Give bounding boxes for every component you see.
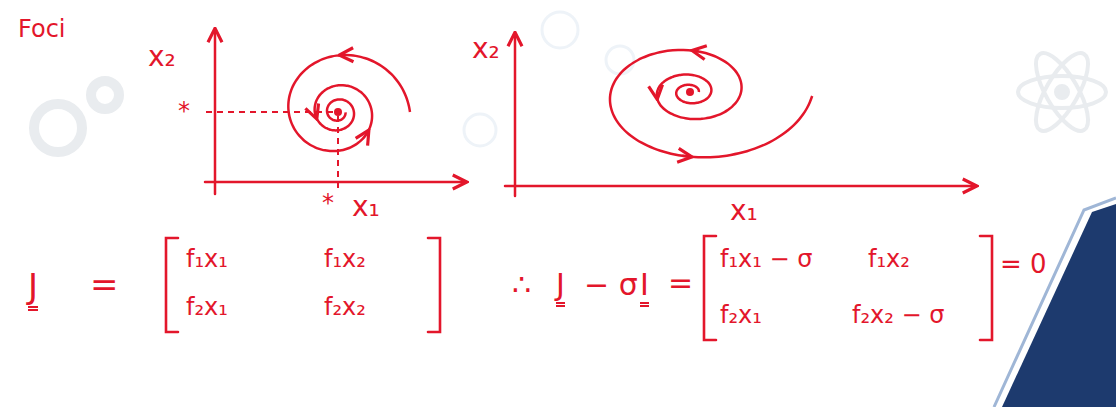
gear-watermark	[34, 81, 119, 152]
matrix-entry: f₁x₂	[324, 246, 366, 272]
matrix-entry: f₂x₂ − σ	[852, 302, 944, 328]
spiral-path	[288, 55, 410, 151]
direction-arrow	[682, 155, 690, 158]
axes	[205, 30, 975, 196]
operator-text: − σ	[584, 268, 638, 301]
equals-sign: =	[668, 266, 693, 299]
atom-watermark	[1018, 46, 1106, 138]
axis-label: x₂	[472, 34, 500, 65]
matrix-entry: f₂x₁	[720, 302, 762, 328]
axis-label: x₁	[352, 192, 380, 223]
equilibrium-mark: *	[322, 190, 334, 216]
matrix-symbol: I	[640, 268, 649, 307]
circuit-watermark	[464, 12, 634, 146]
axis-label: x₂	[148, 42, 176, 73]
spiral-trajectories	[288, 50, 812, 157]
matrix-entry: f₂x₁	[186, 294, 228, 320]
slide-title: Foci	[18, 16, 66, 42]
equilibrium-mark: *	[178, 98, 190, 124]
equilibrium-guides	[206, 112, 338, 192]
equals-zero: = 0	[1000, 250, 1047, 279]
matrix-entry: f₁x₁ − σ	[720, 246, 812, 272]
equilibrium-point	[686, 88, 694, 96]
equilibrium-point	[334, 108, 342, 116]
matrix-symbol: J	[28, 268, 38, 311]
corner-band	[1002, 204, 1116, 407]
spiral-path	[610, 50, 812, 157]
matrix-brackets	[166, 236, 992, 340]
axis-label: x₁	[730, 196, 758, 227]
corner-band-edge	[994, 198, 1116, 407]
direction-arrow	[367, 132, 368, 134]
direction-arrow	[341, 54, 346, 57]
direction-arrow	[656, 96, 659, 98]
direction-arrow	[314, 116, 317, 118]
matrix-symbol: J	[556, 268, 565, 307]
matrix-entry: f₂x₂	[324, 294, 366, 320]
therefore-sign: ∴	[512, 268, 531, 301]
matrix-entry: f₁x₂	[868, 246, 910, 272]
equals-sign: =	[90, 266, 119, 303]
matrix-entry: f₁x₁	[186, 246, 228, 272]
direction-arrow	[694, 49, 699, 52]
